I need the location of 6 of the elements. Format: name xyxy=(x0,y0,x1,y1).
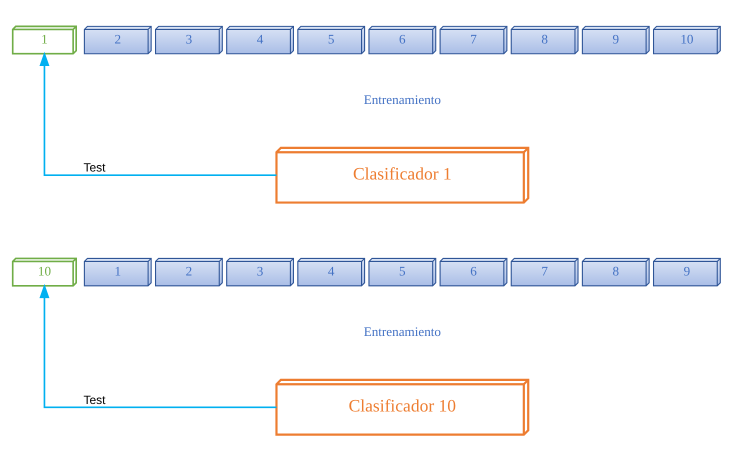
label: Entrenamiento xyxy=(364,324,441,340)
edge-label: Test xyxy=(83,160,106,175)
label: Entrenamiento xyxy=(364,92,441,108)
edge-label: Test xyxy=(83,392,106,407)
arrow xyxy=(39,52,276,176)
arrow xyxy=(39,284,276,408)
